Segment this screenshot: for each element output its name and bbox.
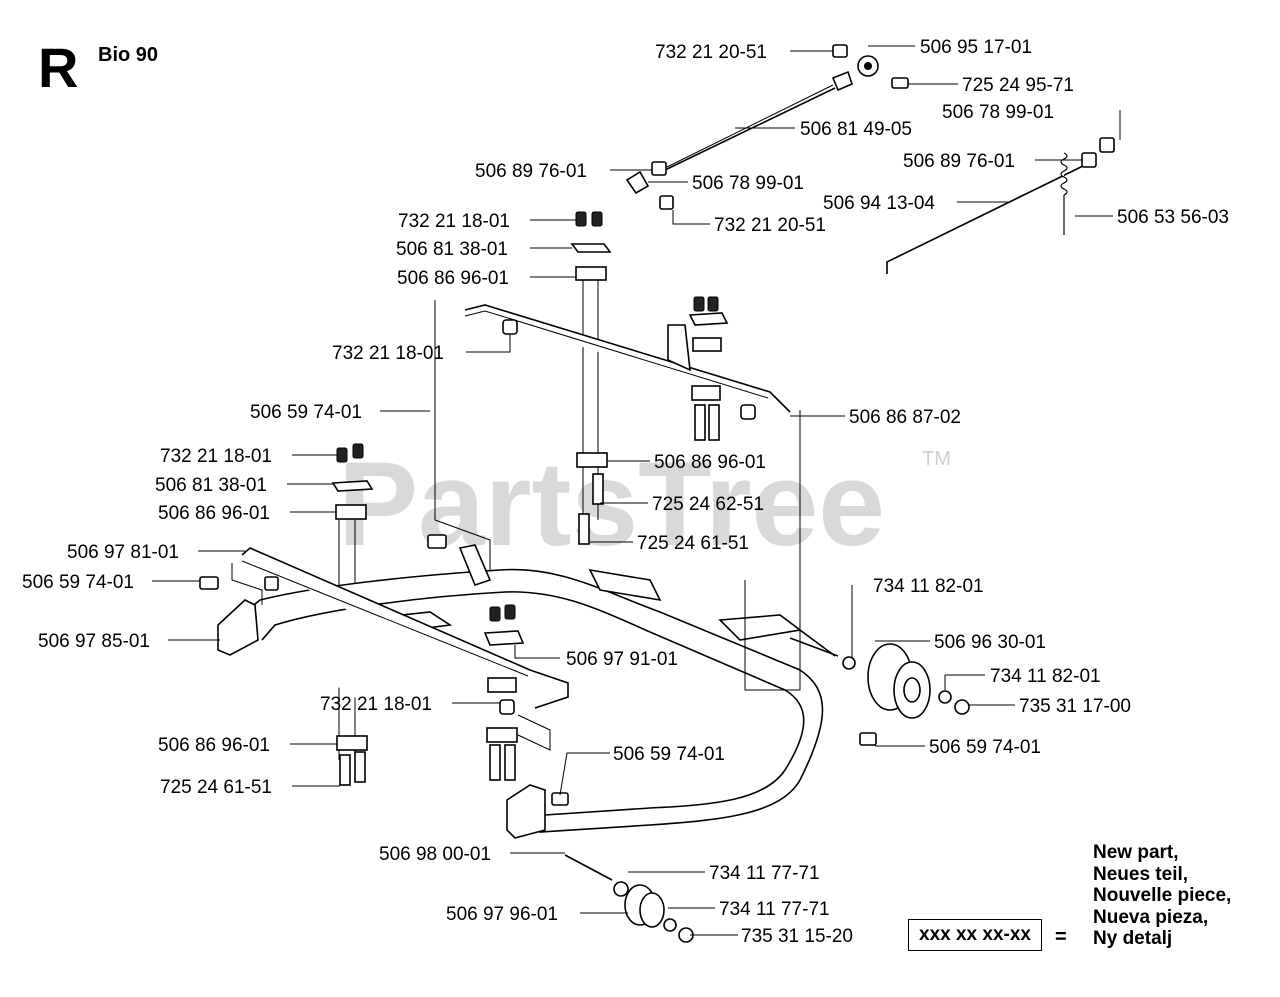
part-label: 732 21 20-51 <box>655 42 767 63</box>
callout-labels: 732 21 20-51 506 95 17-01 725 24 95-71 5… <box>22 37 1229 947</box>
part-label: 506 86 96-01 <box>654 452 766 473</box>
lower-control-rod <box>241 547 569 709</box>
legend-line: Nouvelle piece, <box>1093 885 1232 906</box>
right-bracket-stack <box>688 296 729 441</box>
rear-wheel <box>789 637 970 746</box>
part-label: 506 81 49-05 <box>800 119 912 140</box>
watermark-text: PartsTree <box>338 437 885 571</box>
part-label: 732 21 20-51 <box>714 215 826 236</box>
callout-leaders <box>152 45 1121 936</box>
part-label: 506 86 96-01 <box>397 268 509 289</box>
part-label: 725 24 95-71 <box>962 75 1074 96</box>
part-label: 506 86 96-01 <box>158 503 270 524</box>
part-label: 506 53 56-03 <box>1117 207 1229 228</box>
part-label: 506 97 81-01 <box>67 542 179 563</box>
part-label: 735 31 17-00 <box>1019 696 1131 717</box>
part-label: 506 89 76-01 <box>903 151 1015 172</box>
section-letter: R <box>38 36 79 99</box>
legend-line: New part, <box>1093 842 1179 863</box>
front-wheel <box>564 854 694 943</box>
part-label: 732 21 18-01 <box>320 694 432 715</box>
upper-link-assembly <box>625 44 909 210</box>
part-label: 506 78 99-01 <box>942 102 1054 123</box>
part-label: 506 86 87-02 <box>849 407 961 428</box>
part-label: 732 21 18-01 <box>398 211 510 232</box>
part-label: 735 31 15-20 <box>741 926 853 947</box>
part-label: 506 81 38-01 <box>155 475 267 496</box>
part-label: 734 11 82-01 <box>990 666 1101 687</box>
legend-part-number-box: xxx xx xx-xx <box>908 919 1042 951</box>
part-label: 506 97 96-01 <box>446 904 558 925</box>
part-label: 506 97 85-01 <box>38 631 150 652</box>
part-label: 734 11 82-01 <box>873 576 984 597</box>
watermark-trademark: TM <box>922 448 951 470</box>
part-label: 506 86 96-01 <box>158 735 270 756</box>
part-label: 734 11 77-71 <box>719 899 830 920</box>
part-label: 732 21 18-01 <box>332 343 444 364</box>
legend-line: Neues teil, <box>1093 863 1189 885</box>
upper-tie-rod <box>464 304 791 420</box>
legend-line: Ny detalj <box>1093 928 1173 949</box>
legend-equals-sign: = <box>1055 926 1067 948</box>
legend-text: New part, Neues teil, Nouvelle piece, Nu… <box>1093 842 1231 950</box>
part-label: 506 59 74-01 <box>250 402 362 423</box>
part-label: 506 78 99-01 <box>692 173 804 194</box>
legend-line: Nueva pieza, <box>1093 906 1209 928</box>
lower-bracket-stack <box>483 604 525 781</box>
part-label: 506 95 17-01 <box>920 37 1032 58</box>
part-label: 506 89 76-01 <box>475 161 587 182</box>
side-brackets <box>199 534 569 839</box>
part-label: 506 97 91-01 <box>566 649 678 670</box>
part-label: 732 21 18-01 <box>160 446 272 467</box>
part-label: 734 11 77-71 <box>709 863 820 884</box>
guide-lines <box>231 300 801 751</box>
part-label: 725 24 62-51 <box>652 494 764 515</box>
part-label: 506 81 38-01 <box>396 239 508 260</box>
part-label: 506 96 30-01 <box>934 632 1046 653</box>
part-label: 506 98 00-01 <box>379 844 491 865</box>
part-label: 725 24 61-51 <box>637 533 749 554</box>
part-label: 506 59 74-01 <box>613 744 725 765</box>
part-label: 725 24 61-51 <box>160 777 272 798</box>
center-strut-stack <box>570 211 612 545</box>
model-name: Bio 90 <box>98 44 159 66</box>
part-label: 506 94 13-04 <box>823 193 935 214</box>
part-label: 506 59 74-01 <box>929 737 1041 758</box>
part-label: 506 59 74-01 <box>22 572 134 593</box>
